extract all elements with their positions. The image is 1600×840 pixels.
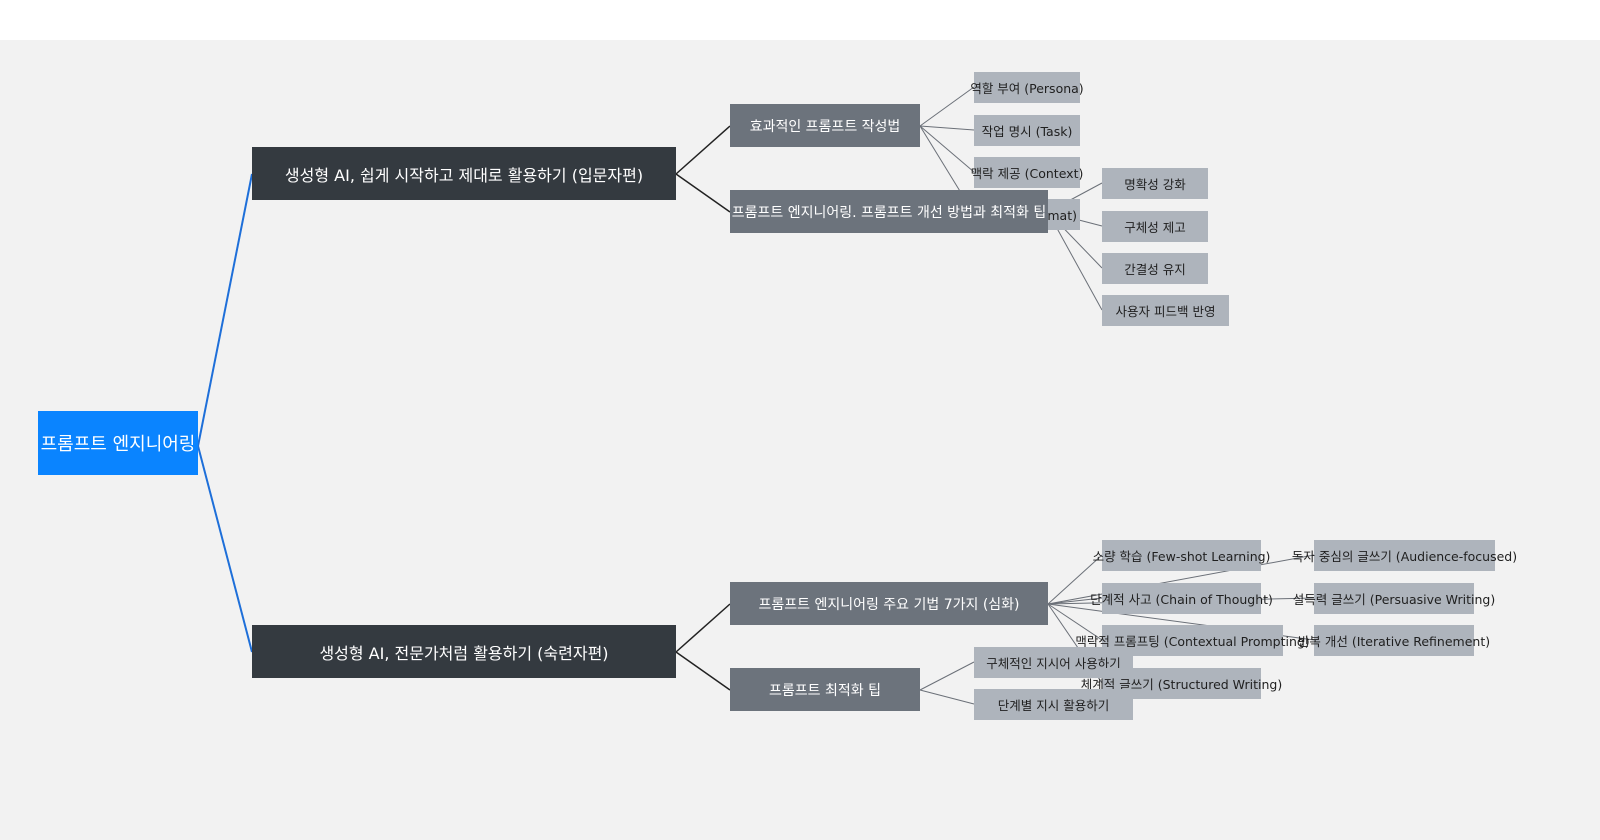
links-s3-leaves [1047,554,1315,684]
leaf-chain-of-thought[interactable]: 단계적 사고 (Chain of Thought) [1090,583,1273,614]
leaf-task[interactable]: 작업 명시 (Task) [974,115,1080,146]
root-node[interactable]: 프롬프트 엔지니어링 [38,411,198,475]
leaf-conciseness[interactable]: 간결성 유지 [1102,253,1208,284]
branch-beginner[interactable]: 생성형 AI, 쉽게 시작하고 제대로 활용하기 (입문자편) [252,147,676,200]
link-b1-s2 [675,173,731,213]
topic-optimization-tips[interactable]: 프롬프트 최적화 팁 [730,668,920,711]
leaf-contextual-prompting[interactable]: 맥락적 프롬프팅 (Contextual Prompting) [1075,625,1310,656]
leaf-context[interactable]: 맥락 제공 (Context) [971,157,1083,188]
link-b1-s1 [675,125,731,175]
leaf-step-instructions[interactable]: 단계별 지시 활용하기 [974,689,1133,720]
link-b2-s2 [675,651,731,691]
leaf-few-shot[interactable]: 소량 학습 (Few-shot Learning) [1093,540,1270,571]
branch-advanced[interactable]: 생성형 AI, 전문가처럼 활용하기 (숙련자편) [252,625,676,678]
links-s4-leaves [919,661,975,705]
link-root-branch-2 [197,445,253,653]
leaf-user-feedback[interactable]: 사용자 피드백 반영 [1102,295,1229,326]
topic-effective-prompt[interactable]: 효과적인 프롬프트 작성법 [730,104,920,147]
leaf-persuasive-writing[interactable]: 설득력 글쓰기 (Persuasive Writing) [1293,583,1495,614]
link-b2-s1 [675,603,731,653]
leaf-clarity[interactable]: 명확성 강화 [1102,168,1208,199]
topic-prompt-improvement[interactable]: 프롬프트 엔지니어링. 프롬프트 개선 방법과 최적화 팁 [730,190,1048,233]
link-root-branch-1 [197,173,253,447]
topic-key-techniques[interactable]: 프롬프트 엔지니어링 주요 기법 7가지 (심화) [730,582,1048,625]
leaf-audience-focused[interactable]: 독자 중심의 글쓰기 (Audience-focused) [1292,540,1517,571]
leaf-specificity[interactable]: 구체성 제고 [1102,211,1208,242]
leaf-persona[interactable]: 역할 부여 (Persona) [970,72,1084,103]
leaf-iterative-refinement[interactable]: 반복 개선 (Iterative Refinement) [1298,625,1490,656]
